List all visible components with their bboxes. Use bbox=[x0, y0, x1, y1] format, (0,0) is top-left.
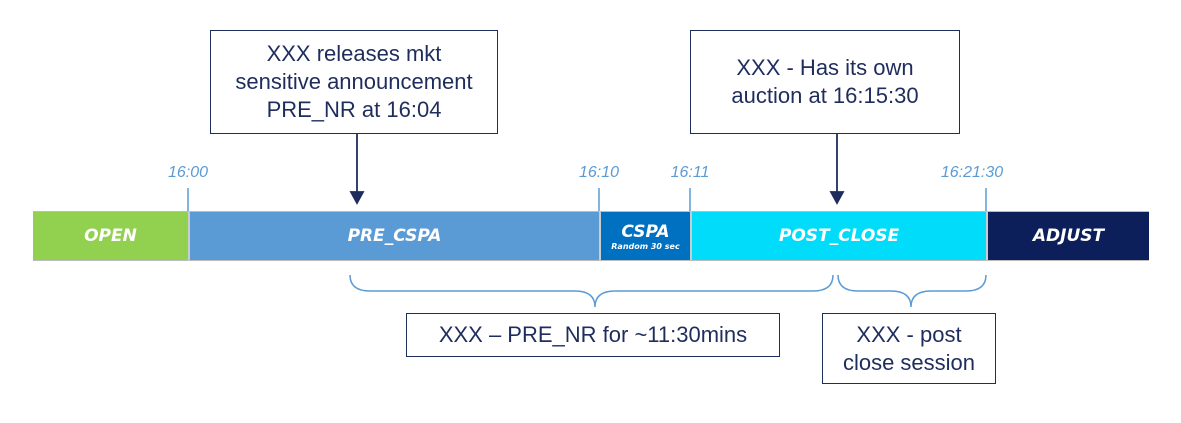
segment-open: OPEN bbox=[33, 211, 188, 261]
segment-label: CSPA bbox=[621, 221, 670, 242]
time-label: 16:10 bbox=[578, 164, 620, 181]
segment-post-close: POST_CLOSE bbox=[690, 211, 986, 261]
segment-sublabel: Random 30 sec bbox=[611, 241, 680, 251]
callout-post-close: XXX - post close session bbox=[822, 313, 996, 384]
callout-auction: XXX - Has its own auction at 16:15:30 bbox=[690, 30, 960, 134]
callout-line: XXX – PRE_NR for ~11:30mins bbox=[438, 322, 748, 347]
segment-label: ADJUST bbox=[1032, 226, 1105, 246]
segment-pre-cspa: PRE_CSPA bbox=[188, 211, 599, 261]
callout-line: PRE_NR at 16:04 bbox=[266, 97, 442, 122]
callout-line: sensitive announcement bbox=[235, 69, 473, 94]
callout-announcement: XXX releases mkt sensitive announcement … bbox=[210, 30, 498, 134]
segment-label: OPEN bbox=[84, 226, 137, 246]
callout-line: XXX releases mkt bbox=[266, 41, 442, 66]
brace-post-close bbox=[837, 274, 987, 308]
time-label: 16:00 bbox=[167, 164, 209, 181]
time-label: 16:21:30 bbox=[940, 164, 1004, 181]
callout-line: XXX - Has its own bbox=[736, 55, 914, 80]
callout-line: auction at 16:15:30 bbox=[731, 83, 919, 108]
callout-pre-nr: XXX – PRE_NR for ~11:30mins bbox=[406, 313, 780, 357]
callout-line: close session bbox=[842, 349, 976, 375]
arrowhead-icon bbox=[349, 191, 365, 205]
segment-label: POST_CLOSE bbox=[778, 226, 900, 246]
time-label: 16:11 bbox=[670, 164, 710, 181]
arrowhead-icon bbox=[829, 191, 845, 205]
segment-adjust: ADJUST bbox=[986, 211, 1149, 261]
segment-label: PRE_CSPA bbox=[347, 226, 442, 246]
callout-line: XXX - post bbox=[856, 321, 962, 347]
brace-pre-nr bbox=[349, 274, 834, 308]
